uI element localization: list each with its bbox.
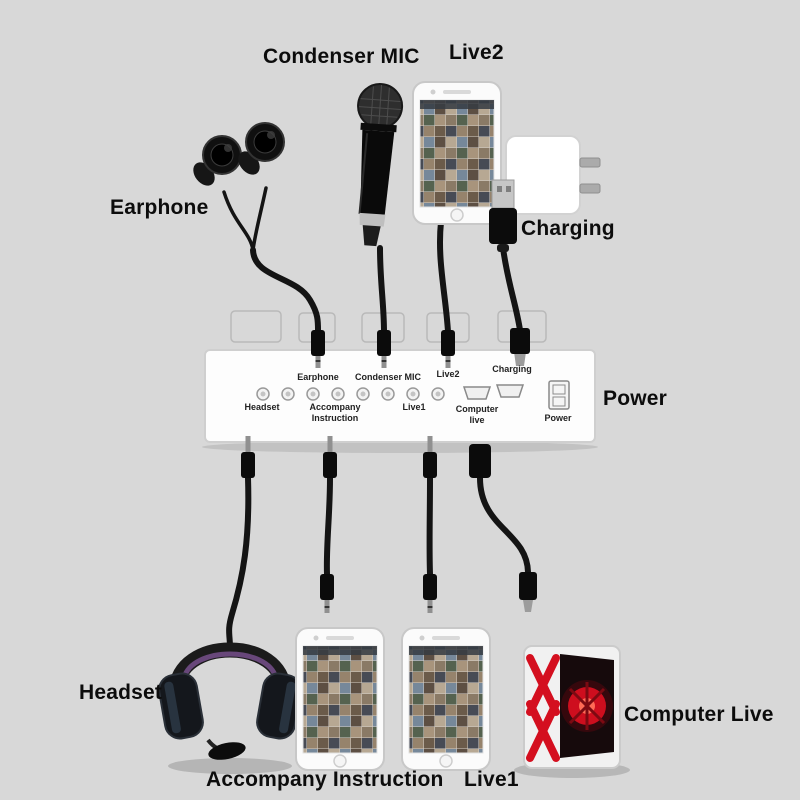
headset [158, 642, 302, 774]
port-label-computer-line1: Computer [455, 404, 499, 414]
label-live2: Live2 [449, 41, 504, 64]
port-label-computer-live: Computer live [449, 404, 505, 427]
port-label-live1: Live1 [402, 402, 426, 412]
label-computer-live: Computer Live [624, 703, 774, 726]
port-label-earphone: Earphone [297, 372, 339, 382]
label-accompany-instruction: Accompany Instruction [206, 768, 444, 791]
cables [222, 186, 531, 651]
usb-ports [462, 380, 570, 410]
port-label-condenser-mic: Condenser MIC [354, 372, 421, 382]
port-label-accompany-instruction: Accompany Instruction [296, 402, 374, 425]
port-label-live2: Live2 [436, 369, 460, 379]
label-power: Power [603, 387, 668, 410]
label-condenser-mic: Condenser MIC [263, 45, 420, 68]
port-label-accompany-line1: Accompany [309, 402, 361, 412]
usb-wall-charger [489, 135, 601, 252]
condenser-microphone [357, 83, 404, 247]
port-label-headset: Headset [244, 402, 280, 412]
jack-sockets [256, 387, 445, 401]
label-headset: Headset [79, 681, 163, 704]
computer-tower [514, 645, 630, 778]
phone-accompany-instruction [295, 627, 385, 771]
port-label-computer-line2: live [469, 415, 485, 426]
port-label-charging: Charging [492, 364, 532, 374]
port-label-power: Power [544, 413, 572, 423]
label-earphone: Earphone [110, 196, 209, 219]
audio-plugs-top [311, 328, 530, 368]
audio-plugs-bottom [241, 436, 537, 613]
port-label-accompany-line2: Instruction [311, 413, 359, 424]
earbuds [193, 122, 285, 186]
phone-live2 [412, 81, 502, 225]
phone-live1 [401, 627, 491, 771]
label-live1: Live1 [464, 768, 519, 791]
label-charging: Charging [521, 217, 615, 240]
